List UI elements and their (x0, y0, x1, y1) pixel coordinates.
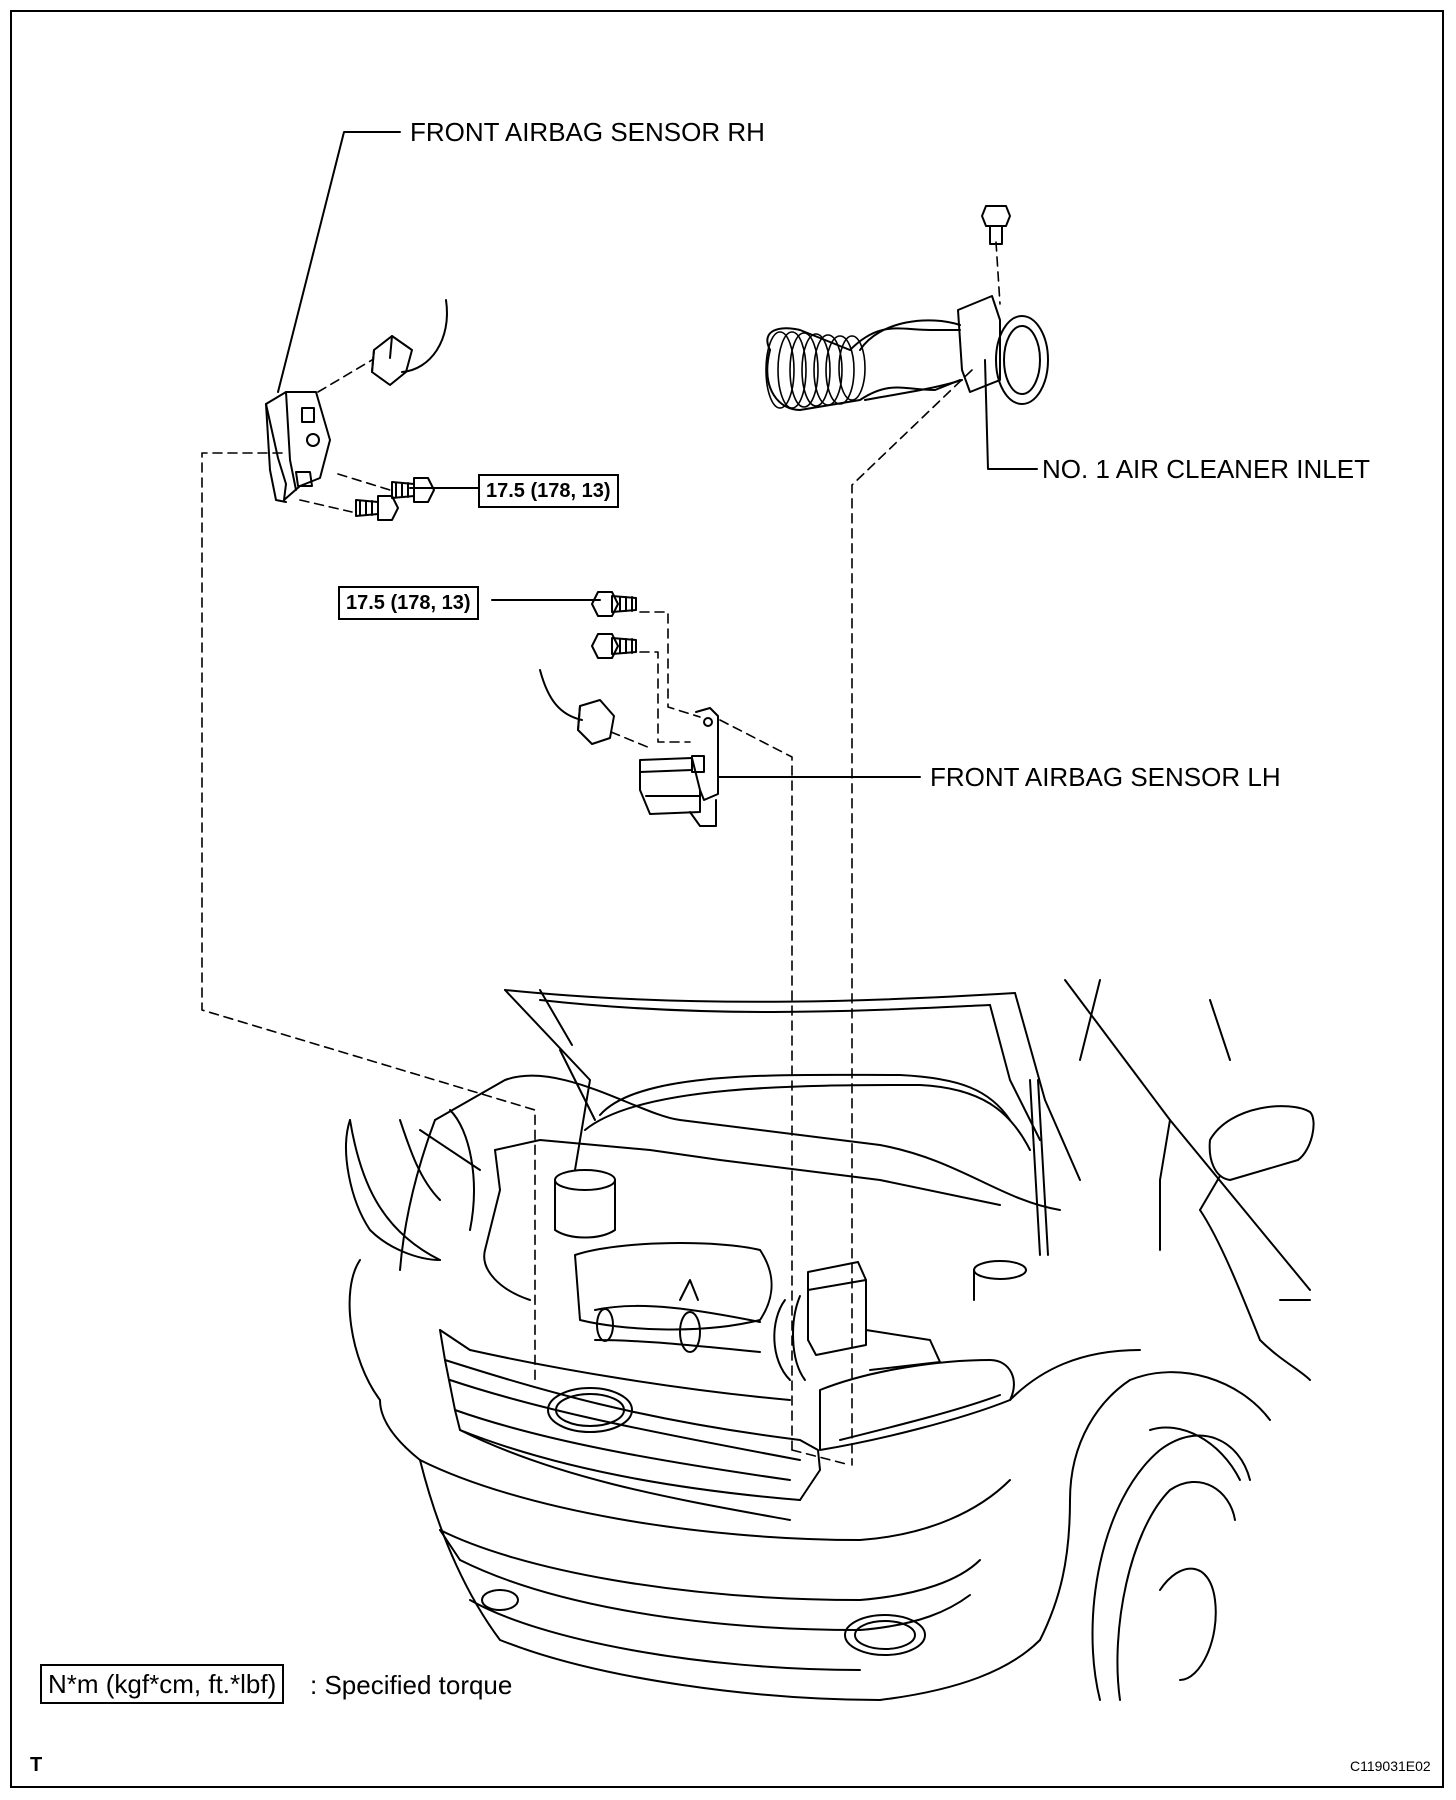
label-front-airbag-sensor-rh: FRONT AIRBAG SENSOR RH (410, 117, 765, 147)
leader-lines (277, 131, 1038, 778)
torque-spec-lh: 17.5 (178, 13) (338, 586, 479, 620)
footer-mark: T (30, 1754, 43, 1776)
label-no1-air-cleaner-inlet: NO. 1 AIR CLEANER INLET (1042, 454, 1370, 484)
front-airbag-sensor-lh (539, 591, 719, 827)
label-front-airbag-sensor-lh: FRONT AIRBAG SENSOR LH (930, 762, 1281, 792)
dashed-lines (201, 241, 1001, 1466)
rh-bolts (355, 477, 435, 521)
torque-spec-rh: 17.5 (178, 13) (478, 474, 619, 508)
legend-torque-unit: N*m (kgf*cm, ft.*lbf) (40, 1664, 285, 1704)
figure-code: C119031E02 (1350, 1758, 1431, 1774)
vehicle-front-view (345, 979, 1315, 1701)
legend-description: : Specified torque (310, 1670, 513, 1700)
front-airbag-sensor-rh (265, 299, 448, 503)
air-cleaner-inlet (765, 205, 1049, 411)
diagram-frame (10, 10, 1444, 1788)
